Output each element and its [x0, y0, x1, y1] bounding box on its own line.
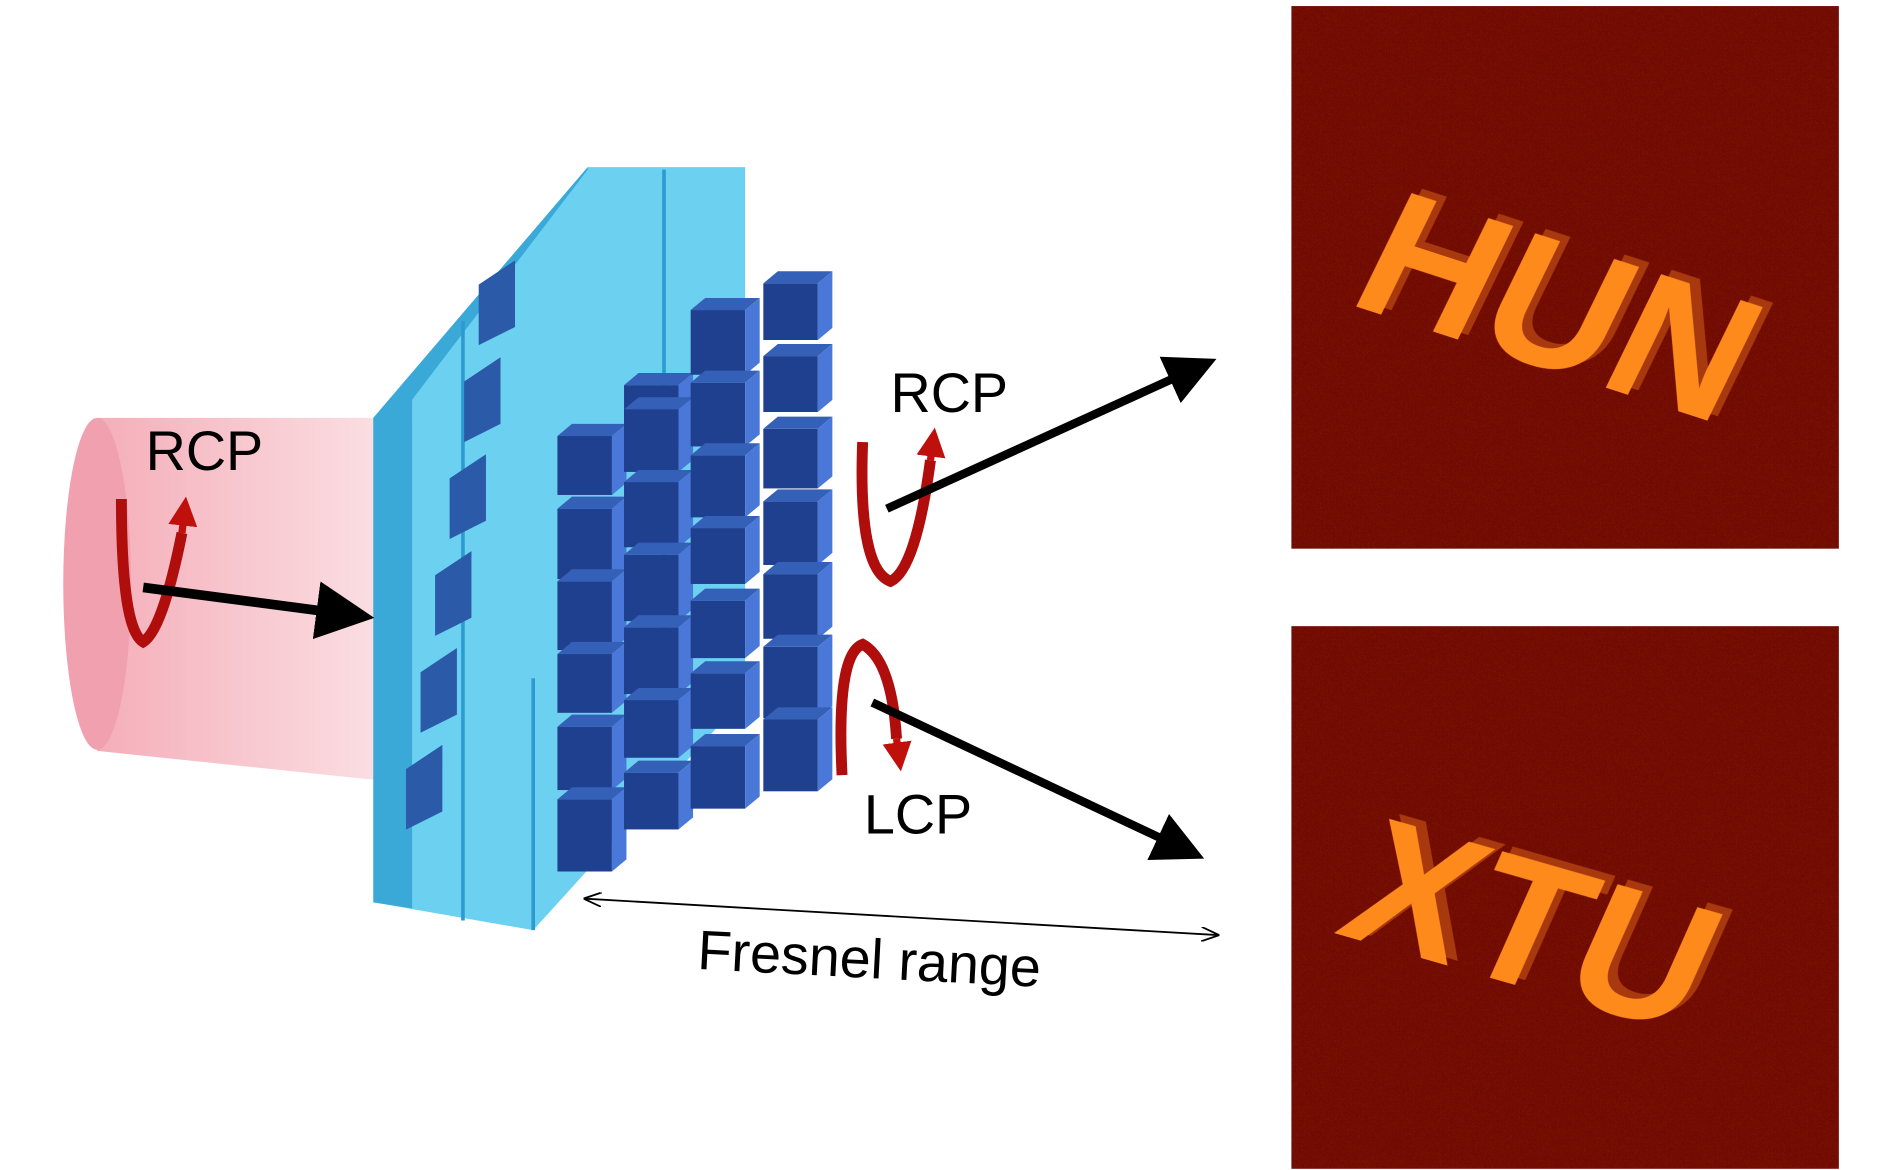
nanopillar — [690, 297, 760, 375]
fresnel-range: Fresnel range — [585, 899, 1217, 999]
nanopillar — [557, 423, 627, 495]
nanopillar — [557, 569, 627, 651]
output-rcp-arrow-icon — [885, 356, 1217, 513]
hologram-image-bottom: XTU — [1291, 626, 1839, 1169]
nanopillar — [763, 416, 833, 489]
output-lcp-arrow-icon — [870, 698, 1205, 861]
hologram-image-top: HUN — [1291, 6, 1839, 549]
nanopillar — [557, 496, 627, 580]
nanopillar-array — [406, 260, 833, 872]
nanopillar — [690, 588, 760, 659]
nanopillar — [624, 615, 694, 695]
output-lcp-label: LCP — [864, 783, 972, 845]
output-rcp: RCP — [856, 356, 1217, 588]
nanopillar — [406, 744, 443, 830]
nanopillar — [763, 707, 833, 792]
circular-arrow-icon — [856, 441, 936, 588]
nanopillar — [435, 551, 472, 636]
nanopillar — [624, 397, 694, 472]
incident-arrow-icon — [142, 581, 375, 640]
nanopillar — [763, 561, 833, 639]
nanopillar — [690, 733, 760, 809]
nanopillar — [690, 370, 760, 447]
fresnel-range-label: Fresnel range — [696, 919, 1042, 999]
nanopillar — [690, 515, 760, 584]
nanopillar — [763, 634, 833, 719]
nanopillar — [464, 357, 501, 443]
nanopillar — [763, 343, 833, 413]
nanopillar — [557, 787, 627, 872]
nanopillar — [624, 469, 694, 548]
circular-arrow-icon — [835, 638, 902, 776]
nanopillar — [624, 687, 694, 758]
nanopillar — [763, 489, 833, 565]
nanopillar — [624, 760, 694, 830]
nanopillar — [478, 260, 516, 346]
nanopillar — [763, 271, 833, 341]
nanopillar — [690, 443, 760, 518]
nanopillar — [449, 454, 486, 539]
nanopillar — [420, 647, 457, 733]
output-rcp-label: RCP — [890, 362, 1008, 424]
output-lcp: LCP — [835, 638, 1205, 861]
nanopillar — [557, 714, 627, 791]
input-rcp-label: RCP — [146, 420, 264, 482]
nanopillar — [624, 542, 694, 622]
nanopillar — [557, 641, 627, 713]
input-polarization: RCP — [115, 420, 375, 649]
range-arrow-icon — [585, 899, 1217, 935]
nanopillar — [690, 661, 760, 729]
